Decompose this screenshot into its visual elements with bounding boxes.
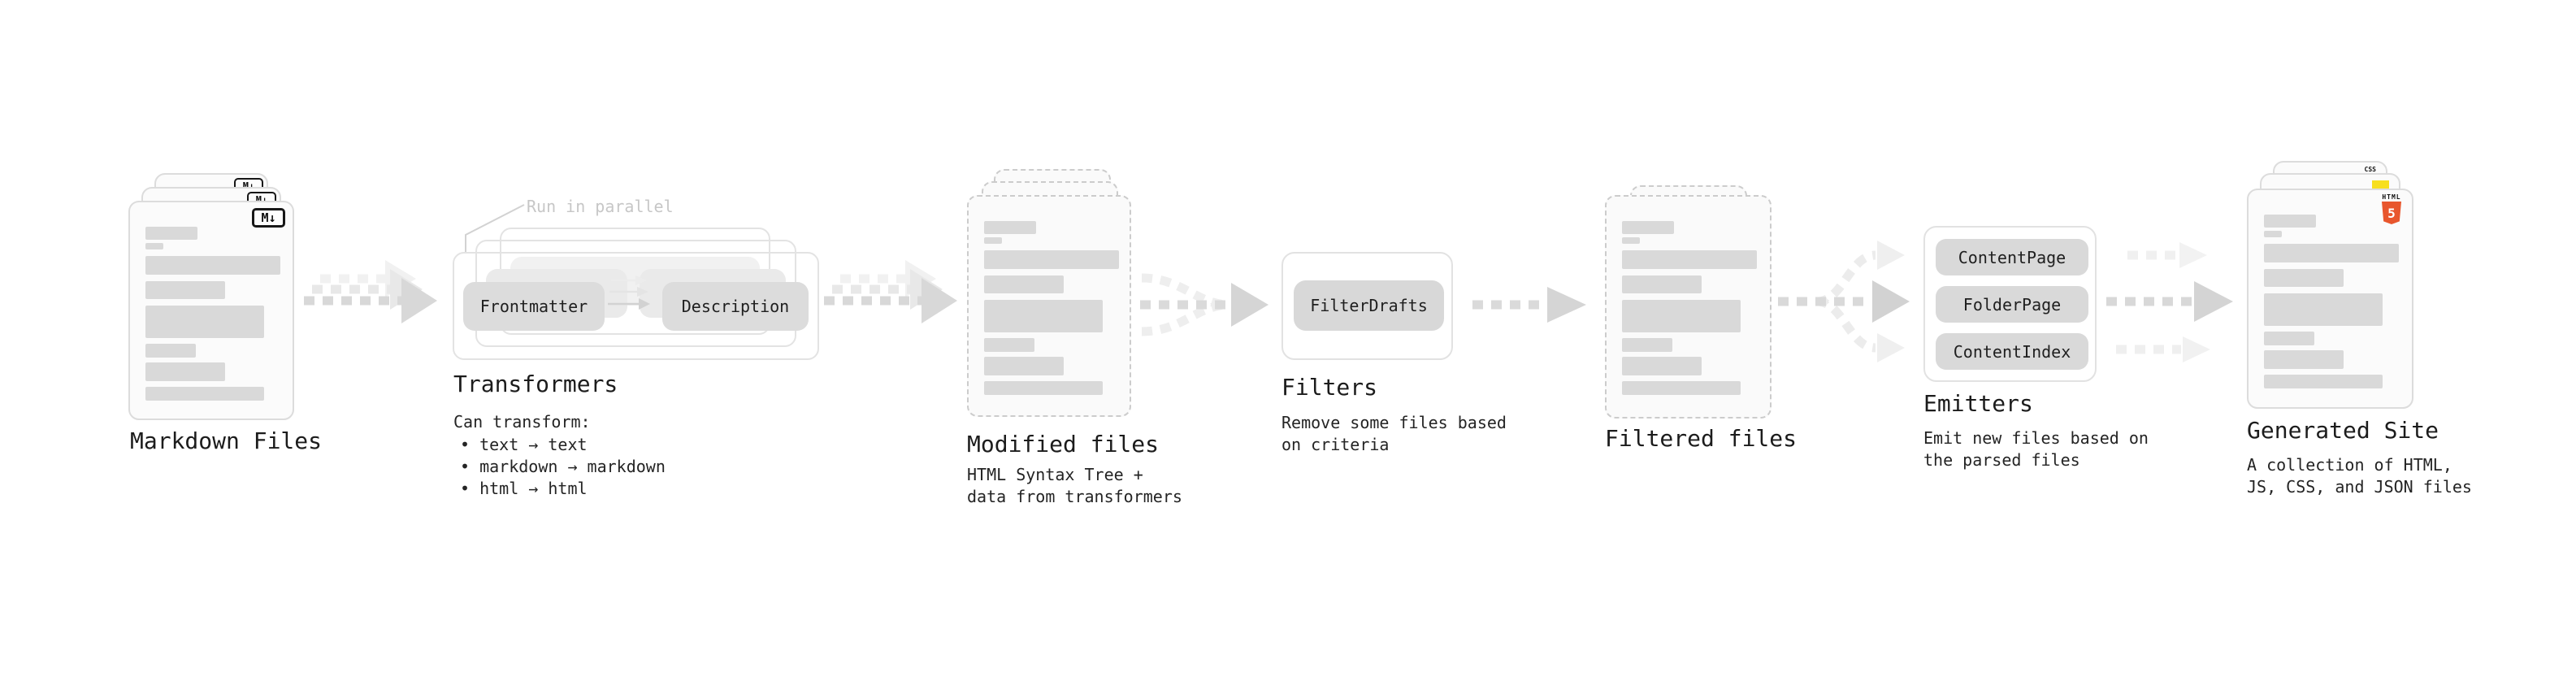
transformer-inner-arrows (608, 275, 650, 310)
skeleton-bar (145, 387, 264, 401)
skeleton-bar (984, 221, 1036, 234)
skeleton-bar (1622, 338, 1672, 352)
skeleton-bar (1622, 237, 1640, 244)
skeleton-bar (145, 344, 196, 358)
skeleton-bar (984, 357, 1064, 375)
emitters-title: Emitters (1923, 390, 2033, 417)
markdown-file-card-front: M↓ (128, 201, 294, 420)
arrow-markdown-to-transformers (304, 260, 437, 323)
skeleton-bar (2264, 269, 2344, 287)
skeleton-bar (145, 243, 163, 249)
document-skeleton (130, 202, 293, 419)
filters-desc: on criteria (1281, 435, 1390, 454)
arrow-transformers-to-modified (824, 260, 957, 323)
arrow-modified-to-filters (1140, 273, 1268, 336)
skeleton-bar (984, 250, 1119, 269)
filterdrafts-pill: FilterDrafts (1294, 280, 1444, 331)
skeleton-bar (1622, 221, 1674, 234)
arrow-filters-to-filtered (1472, 287, 1586, 323)
skeleton-bar (2264, 231, 2282, 237)
filters-box: FilterDrafts (1281, 252, 1453, 360)
emitters-desc: Emit new files based on (1923, 428, 2149, 448)
skeleton-bar (1622, 300, 1741, 332)
skeleton-bar (1622, 357, 1702, 375)
skeleton-bar (145, 256, 280, 275)
description-pill: Description (662, 281, 809, 331)
skeleton-bar (1622, 275, 1702, 293)
html5-icon: HTML 5 (2381, 193, 2402, 224)
markdown-icon: M↓ (252, 208, 285, 228)
skeleton-bar (2264, 375, 2383, 388)
html5-icon-label: HTML (2382, 193, 2401, 201)
skeleton-bar (984, 237, 1002, 244)
run-in-parallel-label: Run in parallel (527, 197, 674, 216)
filters-title: Filters (1281, 374, 1378, 401)
transformers-bullet: • text → text (460, 435, 588, 454)
emitters-box: ContentPage FolderPage ContentIndex (1923, 226, 2097, 382)
contentindex-pill: ContentIndex (1936, 333, 2088, 370)
skeleton-bar (145, 306, 264, 338)
modified-files-desc: data from transformers (967, 487, 1182, 506)
transformers-title: Transformers (453, 371, 618, 397)
skeleton-bar (145, 281, 225, 299)
filtered-file-card-front (1605, 195, 1772, 419)
modified-files-desc: HTML Syntax Tree + (967, 465, 1143, 484)
run-in-parallel-connector (465, 204, 525, 252)
generated-site-label: Generated Site (2247, 417, 2439, 444)
skeleton-bar (984, 275, 1064, 293)
js-icon (2372, 180, 2389, 190)
frontmatter-pill: Frontmatter (463, 281, 605, 331)
skeleton-bar (2264, 293, 2383, 326)
skeleton-bar (2264, 350, 2344, 369)
generated-html-card: HTML 5 (2247, 189, 2413, 409)
skeleton-bar (145, 227, 197, 240)
markdown-files-label: Markdown Files (130, 427, 323, 454)
skeleton-bar (984, 338, 1034, 352)
html5-number: 5 (2387, 205, 2396, 221)
arrows-emitters-to-generated (2106, 242, 2233, 362)
folderpage-pill: FolderPage (1936, 286, 2088, 323)
skeleton-bar (2264, 215, 2316, 228)
modified-files-label: Modified files (967, 431, 1160, 458)
transformers-intro: Can transform: (453, 412, 591, 432)
skeleton-bar (1622, 250, 1757, 269)
skeleton-bar (145, 362, 225, 381)
filtered-files-label: Filtered files (1605, 425, 1798, 452)
document-skeleton (2249, 190, 2412, 407)
document-skeleton (1607, 197, 1770, 417)
arrow-filtered-to-emitters (1778, 241, 1910, 362)
generated-site-desc: JS, CSS, and JSON files (2247, 477, 2472, 497)
html5-shield: 5 (2382, 202, 2401, 224)
contentpage-pill: ContentPage (1936, 239, 2088, 275)
skeleton-bar (2264, 332, 2314, 345)
emitters-desc: the parsed files (1923, 450, 2080, 470)
transformer-box-front: Frontmatter Description (453, 252, 819, 360)
transformers-bullet: • html → html (460, 479, 588, 498)
skeleton-bar (984, 300, 1103, 332)
skeleton-bar (1622, 381, 1741, 395)
document-skeleton (969, 197, 1130, 415)
skeleton-bar (2264, 244, 2399, 262)
modified-file-card-front (967, 195, 1131, 417)
filters-desc: Remove some files based (1281, 413, 1507, 432)
transformers-bullet: • markdown → markdown (460, 457, 666, 476)
generated-site-desc: A collection of HTML, (2247, 455, 2452, 475)
skeleton-bar (984, 381, 1103, 395)
